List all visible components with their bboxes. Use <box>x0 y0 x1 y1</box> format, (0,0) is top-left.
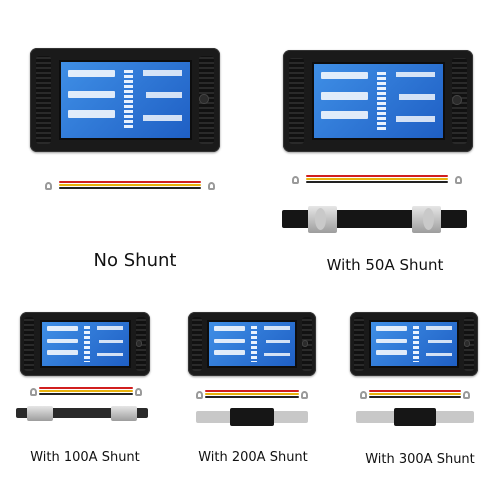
lcd-screen <box>39 319 131 369</box>
power-meter-image <box>20 312 150 376</box>
shunt-image <box>196 408 308 426</box>
power-meter-image <box>30 48 220 152</box>
lcd-screen <box>369 319 459 369</box>
wire-harness-image <box>196 390 308 400</box>
product-label: With 200A Shunt <box>198 450 308 465</box>
lcd-screen <box>58 60 192 140</box>
product-label: No Shunt <box>93 250 177 271</box>
product-label: With 300A Shunt <box>365 452 475 467</box>
power-meter-image <box>350 312 478 376</box>
wire-harness-image <box>30 387 142 397</box>
wire-harness-image <box>360 390 470 400</box>
product-label: With 100A Shunt <box>30 450 140 465</box>
shunt-image <box>356 408 474 426</box>
lcd-screen <box>311 62 445 140</box>
power-meter-image <box>283 50 473 152</box>
power-meter-image <box>188 312 316 376</box>
wire-harness-image <box>292 175 462 185</box>
product-label: With 50A Shunt <box>326 256 444 274</box>
shunt-image <box>16 405 148 421</box>
shunt-image <box>282 205 467 233</box>
wire-harness-image <box>45 181 215 191</box>
lcd-screen <box>207 319 297 369</box>
